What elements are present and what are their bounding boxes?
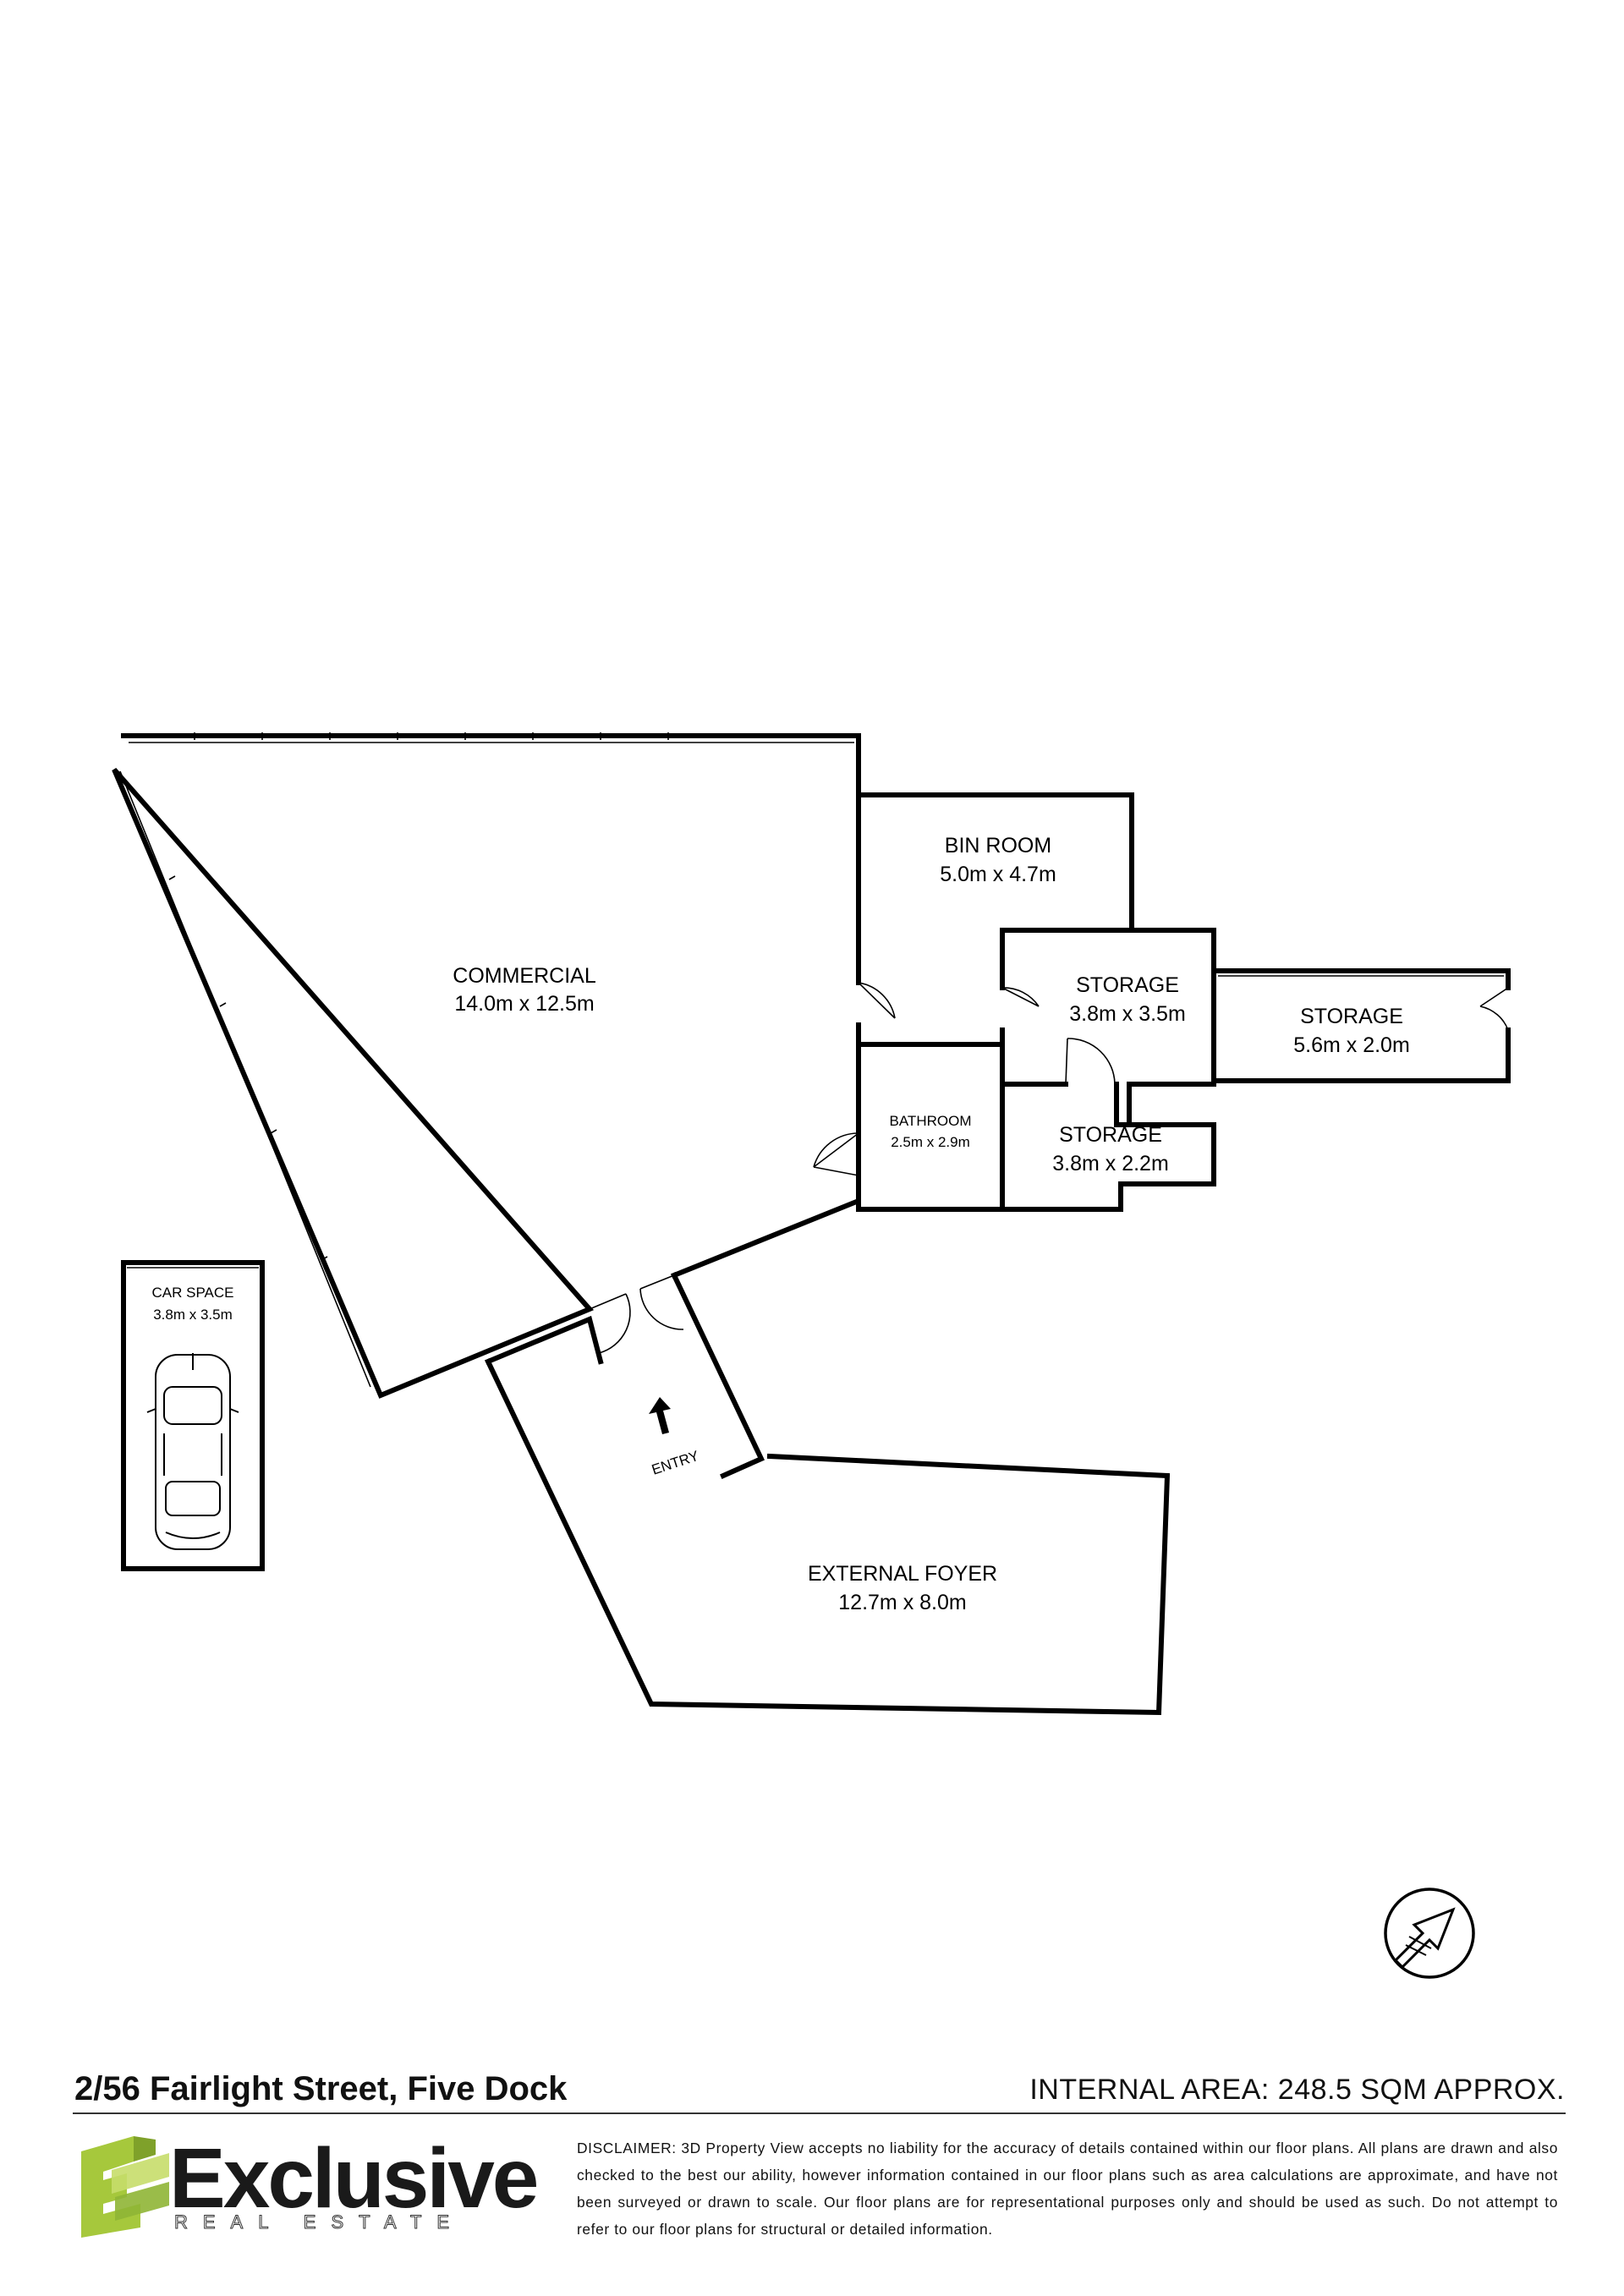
car-icon — [146, 1353, 239, 1550]
room-dims-bin-room: 5.0m x 4.7m — [940, 863, 1056, 886]
room-storage-3: STORAGE 3.8m x 2.2m — [1000, 1082, 1216, 1212]
entry-label: ENTRY — [650, 1448, 700, 1478]
disclaimer-text: DISCLAIMER: 3D Property View accepts no … — [577, 2140, 1558, 2238]
logo-wordmark: Exclusive — [169, 2131, 539, 2226]
door-storage-2 — [1479, 987, 1509, 1031]
logo-mark-icon — [81, 2136, 169, 2238]
property-address: 2/56 Fairlight Street, Five Dock — [74, 2070, 568, 2107]
room-external-foyer: EXTERNAL FOYER 12.7m x 8.0m — [485, 1272, 1171, 1716]
door-bathroom — [813, 1132, 859, 1176]
door-commercial-bin — [858, 982, 896, 1019]
room-dims-car-space: 3.8m x 3.5m — [153, 1307, 233, 1323]
company-logo: Exclusive REAL ESTATE — [74, 2136, 539, 2238]
room-label-external-foyer: EXTERNAL FOYER — [808, 1562, 997, 1586]
room-label-storage-3: STORAGE — [1059, 1123, 1162, 1147]
room-storage-2: STORAGE 5.6m x 2.0m — [1211, 968, 1511, 1083]
footer-divider — [73, 2112, 1566, 2114]
room-dims-external-foyer: 12.7m x 8.0m — [838, 1591, 966, 1614]
room-dims-storage-1: 3.8m x 3.5m — [1069, 1002, 1186, 1026]
compass-north-arrow-icon — [1384, 1888, 1475, 1979]
room-dims-storage-2: 5.6m x 2.0m — [1293, 1033, 1410, 1057]
logo-subtitle: REAL ESTATE — [174, 2211, 465, 2233]
room-label-commercial: COMMERCIAL — [453, 964, 596, 988]
entry-arrow-icon — [649, 1397, 671, 1434]
room-label-bin-room: BIN ROOM — [945, 834, 1051, 858]
room-dims-bathroom: 2.5m x 2.9m — [891, 1134, 970, 1150]
room-dims-commercial: 14.0m x 12.5m — [454, 992, 594, 1016]
room-car-space: CAR SPACE 3.8m x 3.5m — [121, 1260, 265, 1571]
door-storage-1-lower — [1065, 1038, 1116, 1085]
door-storage-1 — [1001, 987, 1040, 1007]
room-label-storage-2: STORAGE — [1300, 1005, 1403, 1028]
room-label-bathroom: BATHROOM — [890, 1113, 972, 1129]
room-label-storage-1: STORAGE — [1076, 973, 1179, 997]
internal-area: INTERNAL AREA: 248.5 SQM APPROX. — [1029, 2074, 1565, 2106]
room-bathroom: BATHROOM 2.5m x 2.9m — [813, 1042, 1005, 1212]
room-storage-1: STORAGE 3.8m x 3.5m — [1000, 928, 1216, 1127]
entry-doors — [589, 1274, 684, 1354]
room-label-car-space: CAR SPACE — [152, 1285, 234, 1301]
room-dims-storage-3: 3.8m x 2.2m — [1052, 1152, 1169, 1175]
